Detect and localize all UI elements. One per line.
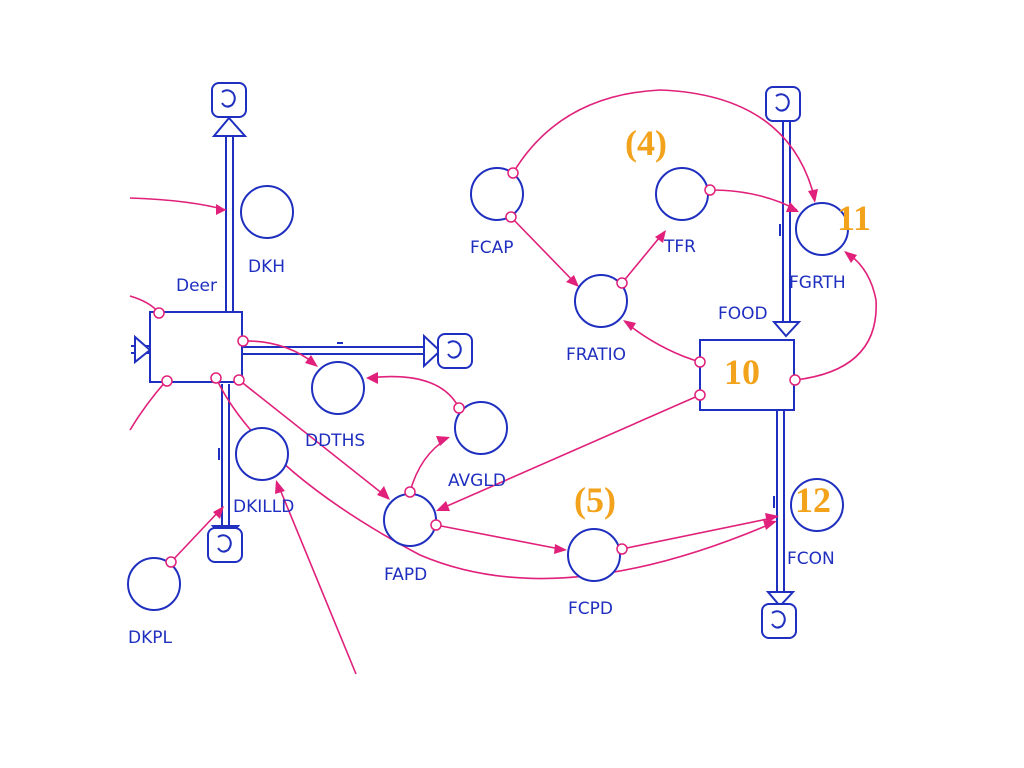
dkh-arrowhead [211,116,248,137]
link-avgld-to-ddths [367,375,460,409]
link-dkpl-to-dkilld-arrow [213,506,224,519]
label-ddths: DDTHS [305,431,365,451]
link-food-to-fapd-arrow [436,501,450,511]
link-food-to-fgrth-arrow [844,251,857,263]
aux-dkpl[interactable] [127,557,181,611]
link-deer-to-ddths-arrow [305,355,318,367]
label-fapd: FAPD [384,565,427,585]
aux-avgld[interactable] [454,401,508,455]
label-fcon: FCON [787,549,835,569]
annotation-4: (4) [625,123,667,163]
label-dkh: DKH [248,257,285,277]
annotation-12: 12 [795,480,831,520]
link-tfr-to-fgrth-arrow [786,202,799,212]
link-fcap-to-fgrth [512,89,816,201]
annotation-10: 10 [724,352,760,392]
cloud-icon-fgrth-source [765,86,801,122]
label-fcap: FCAP [470,238,514,258]
link-fcpd-to-fcon-arrow [765,513,779,523]
aux-dkilld[interactable] [235,427,289,481]
aux-fcon[interactable] [790,478,844,532]
cloud-icon-fcon-sink [761,603,797,639]
stock-deer[interactable] [149,311,243,383]
cloud-icon-dkilld-sink [207,527,243,563]
link-external-to-dkh-arrow [216,204,226,215]
link-deer-to-fapd [238,379,389,499]
label-fcpd: FCPD [568,599,613,619]
link-fcap-to-fgrth-arrow [808,189,818,203]
label-fratio: FRATIO [566,345,626,365]
link-deer-to-fcon-arrow [763,520,777,530]
link-fapd-to-fcpd [435,524,566,551]
label-fgrth: FGRTH [789,273,846,293]
link-fratio-to-tfr [621,231,665,284]
aux-ddths[interactable] [311,361,365,415]
link-external-to-dkh [129,197,227,211]
aux-tfr[interactable] [655,167,709,221]
link-external-to-deer [129,295,159,313]
fgrth-arrowhead [771,321,802,338]
link-fcap-to-fratio-arrow [566,275,579,287]
link-fapd-to-avgld [409,437,449,493]
link-food-to-fapd [437,394,701,511]
deer-inflow-arrowhead [134,334,152,365]
aux-fgrth[interactable] [795,202,849,256]
link-external-to-dkilld-arrow [275,480,285,494]
link-fratio-to-tfr-arrow [655,230,666,243]
link-deer-to-fapd-arrow [377,486,390,500]
stock-food[interactable] [699,339,795,411]
link-food-to-fratio-arrow [623,320,636,331]
link-food-to-fgrth [794,251,877,381]
link-deer-to-external [129,380,167,431]
label-tfr: TFR [663,237,696,257]
fcon-arrowhead [765,591,796,608]
label-deer: Deer [176,276,217,296]
aux-fapd[interactable] [383,493,437,547]
aux-fratio[interactable] [574,274,628,328]
connector-dots [153,167,801,568]
cloud-icon-ddths-sink [437,333,473,369]
label-food: FOOD [718,304,768,324]
annotation-11: 11 [837,198,871,238]
cloud-icon-dkh-source [211,82,247,118]
link-fcap-to-fratio [510,216,578,286]
link-avgld-to-ddths-arrow [366,372,378,384]
link-fcpd-to-fcon [621,516,778,550]
aux-fcap[interactable] [470,167,524,221]
link-external-to-dkilld [276,481,357,675]
link-deer-to-ddths [242,340,316,365]
link-fapd-to-avgld-arrow [436,436,450,446]
ddths-arrowhead [423,333,442,369]
label-dkilld: DKILLD [233,497,294,517]
label-dkpl: DKPL [128,628,172,648]
link-food-to-fratio [624,321,701,363]
link-fapd-to-fcpd-arrow [554,544,567,554]
annotation-5: (5) [574,480,616,520]
link-dkpl-to-dkilld [170,507,223,563]
aux-dkh[interactable] [240,185,294,239]
label-avgld: AVGLD [448,471,506,491]
aux-fcpd[interactable] [567,528,621,582]
